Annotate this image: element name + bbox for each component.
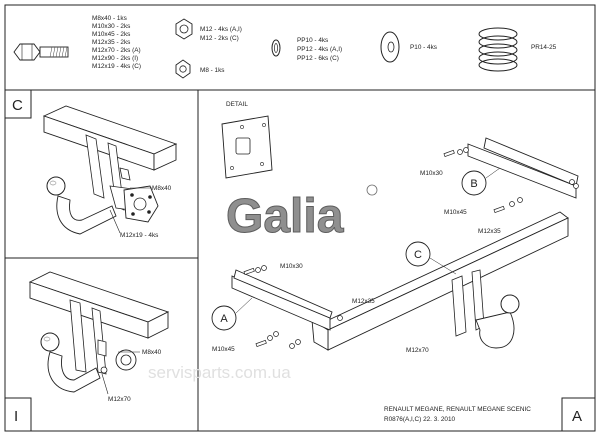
- detail-label: DETAIL: [226, 101, 248, 108]
- bolt-spec-line: M10x45 - 2ks: [92, 31, 130, 38]
- panel-i-bolt-label: M8x40: [142, 349, 162, 356]
- detail-plate: [221, 115, 273, 179]
- tow-ball-icon: [46, 176, 117, 235]
- nut-m8-icon: [175, 59, 191, 79]
- title-letter-box: [561, 397, 596, 432]
- main-assembly: DETAIL Galia: [148, 101, 579, 382]
- bolt-spec-line: M12x70 - 2ks (A): [92, 47, 141, 54]
- title-line-1: RENAULT MEGANE, RENAULT MEGANE SCENIC: [384, 406, 531, 413]
- bolt-set-a: [243, 265, 343, 349]
- watermark-text: servisparts.com.ua: [148, 363, 291, 382]
- callout-a-letter: A: [220, 313, 228, 325]
- ball-holder: [451, 269, 485, 337]
- galia-logo: Galia: [226, 190, 344, 243]
- panel-i-crossbar: [28, 271, 170, 339]
- callout-b: B: [461, 167, 501, 196]
- panel-i-letter: I: [14, 408, 18, 425]
- panel-c: C M8x40 M12x19 - 4ks: [4, 89, 178, 239]
- label-b-m10x45: M10x45: [444, 209, 467, 216]
- label-m12x35: M12x35: [352, 298, 375, 305]
- tow-ball-icon: [475, 294, 520, 349]
- callout-a: A: [211, 297, 253, 331]
- label-b-m10x30: M10x30: [420, 170, 443, 177]
- bolt-spec-list: M8x40 - 1ks M10x30 - 2ks M10x45 - 2ks M1…: [92, 15, 141, 70]
- bolt-set-b: [443, 147, 579, 214]
- bolt-spec-line: M12x90 - 2ks (I): [92, 55, 138, 62]
- panel-i-plate: [100, 349, 137, 374]
- washer-spec-list: PP10 - 4ks PP12 - 4ks (A,I) PP12 - 6ks (…: [297, 37, 342, 62]
- spring-label: PR14-25: [531, 44, 557, 51]
- label-b-m12x35: M12x35: [478, 228, 501, 235]
- panel-c-plate: [123, 185, 159, 223]
- bolt-spec-line: M8x40 - 1ks: [92, 15, 127, 22]
- panel-i-screws-label: M12x70: [108, 396, 131, 403]
- callout-c-letter: C: [414, 249, 422, 261]
- flat-washer-icon: [380, 31, 400, 63]
- nut-m12-line: M12 - 4ks (A,I): [200, 26, 242, 33]
- coil-spring-icon: [478, 27, 518, 72]
- nut-m8-label: M8 - 1ks: [200, 67, 225, 74]
- panel-c-crossbar: [42, 105, 178, 171]
- panel-c-screws-label: M12x19 - 4ks: [120, 232, 158, 239]
- sheet-border: [4, 4, 596, 432]
- title-letter: A: [572, 408, 582, 425]
- leader-line: [109, 209, 121, 234]
- panel-i-letter-box: [4, 397, 32, 432]
- washer-spec-line: PP12 - 4ks (A,I): [297, 46, 342, 53]
- tow-ball-icon: [40, 332, 101, 393]
- callout-c: C: [405, 241, 457, 275]
- panel-c-letter-box: [4, 89, 32, 119]
- panel-i-brackets: [69, 299, 107, 375]
- side-bracket-a: [231, 269, 333, 331]
- washer-spec-line: PP10 - 4ks: [297, 37, 328, 44]
- bolt-icon: [13, 43, 69, 61]
- callout-b-letter: B: [470, 178, 477, 190]
- registered-mark: [366, 184, 378, 196]
- washer-spec-line: PP12 - 6ks (C): [297, 55, 339, 62]
- panel-c-bolt-label: M8x40: [152, 185, 172, 192]
- nut-m12-icon: [175, 18, 193, 40]
- bolt-spec-line: M10x30 - 2ks: [92, 23, 130, 30]
- spring-washer-icon: [271, 39, 281, 57]
- bolt-spec-line: M12x19 - 4ks (C): [92, 63, 141, 70]
- title-block: RENAULT MEGANE, RENAULT MEGANE SCENIC R0…: [384, 397, 596, 432]
- label-a-m10x30: M10x30: [280, 263, 303, 270]
- nut-m12-line: M12 - 2ks (C): [200, 35, 239, 42]
- label-m12x70: M12x70: [406, 347, 429, 354]
- main-crossbar: [311, 211, 569, 351]
- washer-p10-label: P10 - 4ks: [410, 44, 437, 51]
- panel-i: I M8x40 M12x70: [4, 271, 170, 432]
- title-line-2: R0876(A,I,C) 22. 3. 2010: [384, 416, 455, 423]
- bolt-spec-line: M12x35 - 2ks: [92, 39, 130, 46]
- panel-c-letter: C: [12, 97, 23, 114]
- leader-line: [101, 373, 109, 395]
- label-a-m10x45: M10x45: [212, 346, 235, 353]
